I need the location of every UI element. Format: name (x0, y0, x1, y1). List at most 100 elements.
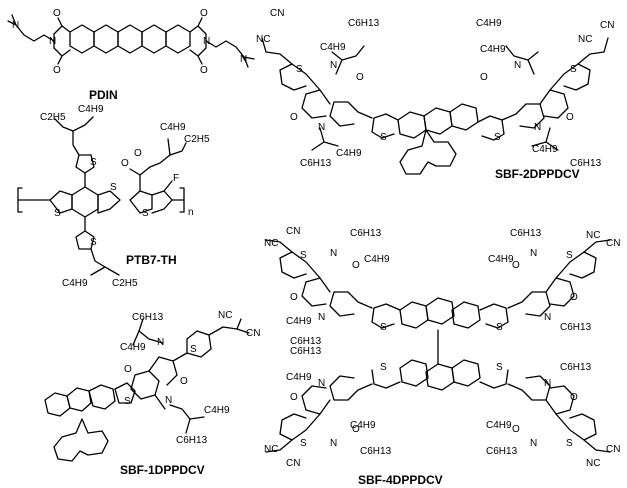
atom-label: C4H9 (120, 342, 146, 353)
ptb7th-caption: PTB7-TH (126, 253, 177, 267)
atom-label: N (318, 378, 325, 389)
sbf1-atom-labels: S S N N O O NC CN C6H13 C4H9 C4H9 C6H13 (120, 310, 260, 446)
atom-label: O (570, 292, 578, 303)
atom-label: N (330, 248, 337, 259)
atom-label: CN (600, 20, 614, 31)
atom-label: S (90, 237, 97, 248)
atom-label: S (380, 322, 387, 333)
atom-label: C6H13 (132, 312, 164, 323)
atom-label: CN (286, 226, 300, 237)
atom-label: N (514, 60, 521, 71)
atom-label: O (124, 364, 132, 375)
atom-label: O (53, 65, 61, 76)
atom-label: O (290, 392, 298, 403)
atom-label: S (300, 438, 307, 449)
atom-label: C4H9 (320, 42, 346, 53)
atom-label: C4H9 (160, 122, 186, 133)
atom-label: S (570, 64, 577, 75)
atom-label: N (530, 438, 537, 449)
atom-label: O (480, 72, 488, 83)
atom-label: NC (578, 34, 592, 45)
atom-label: N (330, 60, 337, 71)
sbf1-structure (44, 318, 250, 462)
atom-label: S (566, 438, 573, 449)
atom-label: O (134, 148, 142, 159)
atom-label: NC (218, 310, 232, 321)
atom-label: N (330, 438, 337, 449)
pdin-atom-labels: O O O O N N N N (12, 8, 247, 76)
atom-label: C6H13 (348, 18, 380, 29)
atom-label: C6H13 (350, 228, 382, 239)
atom-label: S (496, 362, 503, 373)
atom-label: O (352, 424, 360, 435)
atom-label: S (190, 344, 197, 355)
atom-label: N (534, 122, 541, 133)
atom-label: N (12, 20, 19, 31)
atom-label: O (356, 72, 364, 83)
atom-label: S (496, 322, 503, 333)
sbf4-caption: SBF-4DPPDCV (358, 473, 443, 487)
atom-label: O (352, 260, 360, 271)
atom-label: C4H9 (336, 148, 362, 159)
sbf4-structure (265, 239, 611, 453)
atom-label: O (512, 424, 520, 435)
atom-label: C2H5 (112, 278, 138, 289)
sbf2-structure (261, 37, 609, 175)
atom-label: C4H9 (486, 420, 512, 431)
atom-label: O (121, 158, 129, 169)
atom-label: C2H5 (40, 112, 66, 123)
atom-label: N (318, 122, 325, 133)
atom-label: N (544, 378, 551, 389)
atom-label: CN (606, 238, 620, 249)
atom-label: C4H9 (350, 420, 376, 431)
atom-label: N (157, 337, 164, 348)
atom-label: n (188, 207, 194, 218)
ptb7th-atom-labels: S S S S S O O F n C2H5 C4H9 C4H9 C2H5 C4… (40, 104, 210, 289)
atom-label: O (566, 112, 574, 123)
atom-label: CN (246, 328, 260, 339)
atom-label: CN (270, 8, 284, 19)
atom-label: C4H9 (476, 18, 502, 29)
atom-label: NC (586, 458, 600, 469)
atom-label: N (240, 54, 247, 65)
atom-label: S (566, 250, 573, 261)
atom-label: N (544, 312, 551, 323)
atom-label: N (165, 395, 172, 406)
atom-label: C2H5 (184, 134, 210, 145)
atom-label: C4H9 (286, 316, 312, 327)
atom-label: S (300, 250, 307, 261)
atom-label: S (494, 132, 501, 143)
atom-label: CN (286, 458, 300, 469)
atom-label: N (318, 312, 325, 323)
atom-label: C4H9 (204, 405, 230, 416)
atom-label: O (290, 292, 298, 303)
atom-label: C4H9 (532, 144, 558, 155)
atom-label: O (570, 392, 578, 403)
atom-label: S (142, 208, 149, 219)
sbf2-atom-labels: NC CN NC CN N N N N O O O O S S S S C6H1… (256, 8, 614, 169)
atom-label: C4H9 (480, 44, 506, 55)
atom-label: C6H13 (176, 435, 208, 446)
atom-label: S (110, 182, 117, 193)
atom-label: NC (264, 444, 278, 455)
sbf4-atom-labels: NC CN NC CN NC CN NC CN N N N N N N N N … (264, 226, 620, 469)
pdin-structure (7, 14, 255, 68)
atom-label: C4H9 (78, 104, 104, 115)
atom-label: C6H13 (300, 158, 332, 169)
atom-label: N (203, 36, 210, 47)
atom-label: NC (256, 34, 270, 45)
atom-label: C6H13 (360, 446, 392, 457)
atom-label: F (173, 173, 179, 184)
atom-label: O (200, 65, 208, 76)
atom-label: CN (606, 444, 620, 455)
atom-label: N (530, 248, 537, 259)
pdin-caption: PDIN (89, 88, 118, 102)
atom-label: NC (264, 238, 278, 249)
atom-label: C6H13 (570, 158, 602, 169)
sbf2-caption: SBF-2DPPDCV (495, 167, 580, 181)
atom-label: C6H13 (290, 336, 322, 347)
atom-label: S (380, 362, 387, 373)
atom-label: C4H9 (364, 254, 390, 265)
atom-label: C6H13 (290, 346, 322, 357)
